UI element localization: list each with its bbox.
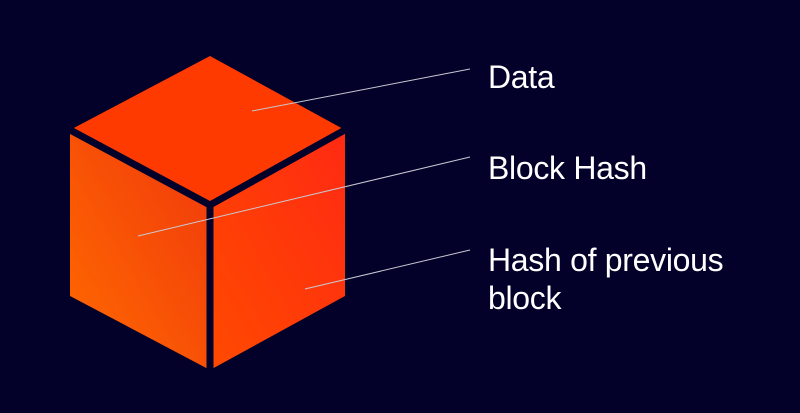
label-hash-of-previous-block: Hash of previous block — [488, 242, 724, 316]
leader-line-block-hash — [137, 156, 471, 237]
cube-edge-top-left — [68, 127, 214, 209]
label-data: Data — [488, 59, 555, 95]
label-block-hash: Block Hash — [488, 150, 647, 186]
leader-line-prev-hash — [304, 249, 471, 290]
leader-line-data — [251, 68, 471, 112]
cube-edge-top-right — [206, 127, 347, 209]
